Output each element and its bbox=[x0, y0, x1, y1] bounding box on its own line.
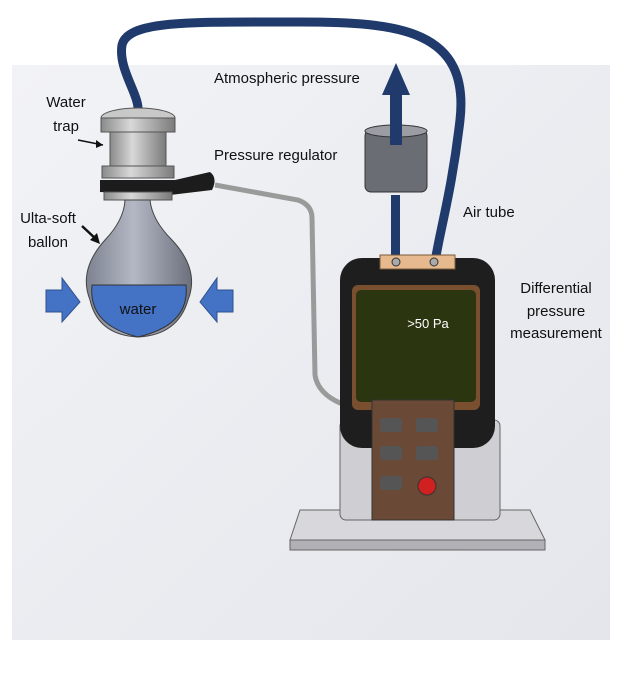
label-diff-2: pressure bbox=[527, 303, 585, 320]
water-fill bbox=[91, 284, 187, 338]
label-water-trap-1: Water bbox=[46, 94, 85, 111]
power-button[interactable] bbox=[417, 476, 437, 496]
key[interactable] bbox=[416, 446, 438, 460]
key[interactable] bbox=[380, 446, 402, 460]
screen-reading: >50 Pa bbox=[407, 316, 449, 331]
label-balloon-1: Ulta-soft bbox=[20, 210, 77, 227]
balloon bbox=[85, 199, 193, 338]
squeeze-arrow-right-icon bbox=[199, 276, 234, 324]
label-water-trap-2: trap bbox=[53, 118, 79, 135]
water-trap bbox=[100, 107, 215, 201]
label-diff-1: Differential bbox=[520, 280, 591, 297]
label-balloon-2: ballon bbox=[28, 234, 68, 251]
atmospheric-arrow-icon bbox=[382, 63, 410, 145]
water-label: water bbox=[119, 301, 157, 318]
metal-rod bbox=[214, 182, 346, 408]
key[interactable] bbox=[380, 476, 402, 490]
label-atmospheric: Atmospheric pressure bbox=[214, 70, 360, 87]
key[interactable] bbox=[380, 418, 402, 432]
device-screen bbox=[356, 290, 476, 402]
label-diff-3: measurement bbox=[510, 325, 603, 342]
squeeze-arrow-left-icon bbox=[45, 276, 81, 324]
label-air-tube: Air tube bbox=[463, 204, 515, 221]
key[interactable] bbox=[416, 418, 438, 432]
regulator-tube bbox=[391, 195, 400, 260]
air-tube bbox=[117, 17, 466, 267]
label-regulator: Pressure regulator bbox=[214, 147, 337, 164]
differential-manometer bbox=[340, 254, 495, 521]
